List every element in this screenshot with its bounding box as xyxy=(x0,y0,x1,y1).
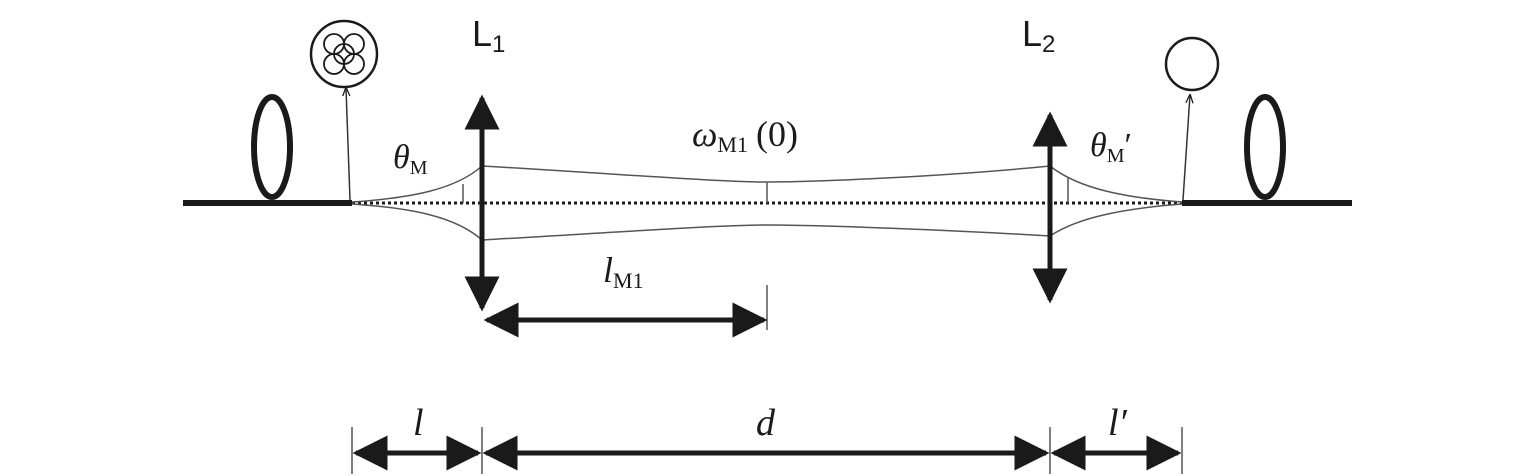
theta-out-label: θM′ xyxy=(1090,127,1132,167)
lens2-label: L2 xyxy=(1022,13,1055,58)
d-label: d xyxy=(756,402,776,444)
lens1-label: L1 xyxy=(472,13,505,58)
waist-label: ωM1(0) xyxy=(692,114,798,157)
left-fiber-coil xyxy=(251,94,293,200)
left-mode-pointer xyxy=(346,88,351,201)
beam-lower-diverging xyxy=(351,203,483,241)
lm1-label: lM1 xyxy=(603,250,644,293)
beam-lower-collimated xyxy=(481,224,1051,241)
beam-upper-collimated xyxy=(481,165,1051,183)
dimension-ticks xyxy=(351,427,1183,474)
l-label: l xyxy=(413,402,424,444)
beam-lower-converging xyxy=(1049,203,1183,237)
beam-envelope xyxy=(351,165,1183,241)
theta-in-label: θM xyxy=(393,139,428,179)
beam-upper-converging xyxy=(1049,165,1183,203)
right-fiber-coil xyxy=(1244,94,1286,200)
right-mode-pointer xyxy=(1182,95,1190,201)
multimode-profile-icon xyxy=(309,19,379,89)
l-prime-label: l′ xyxy=(1108,402,1128,444)
single-mode-profile-icon xyxy=(1164,36,1220,92)
